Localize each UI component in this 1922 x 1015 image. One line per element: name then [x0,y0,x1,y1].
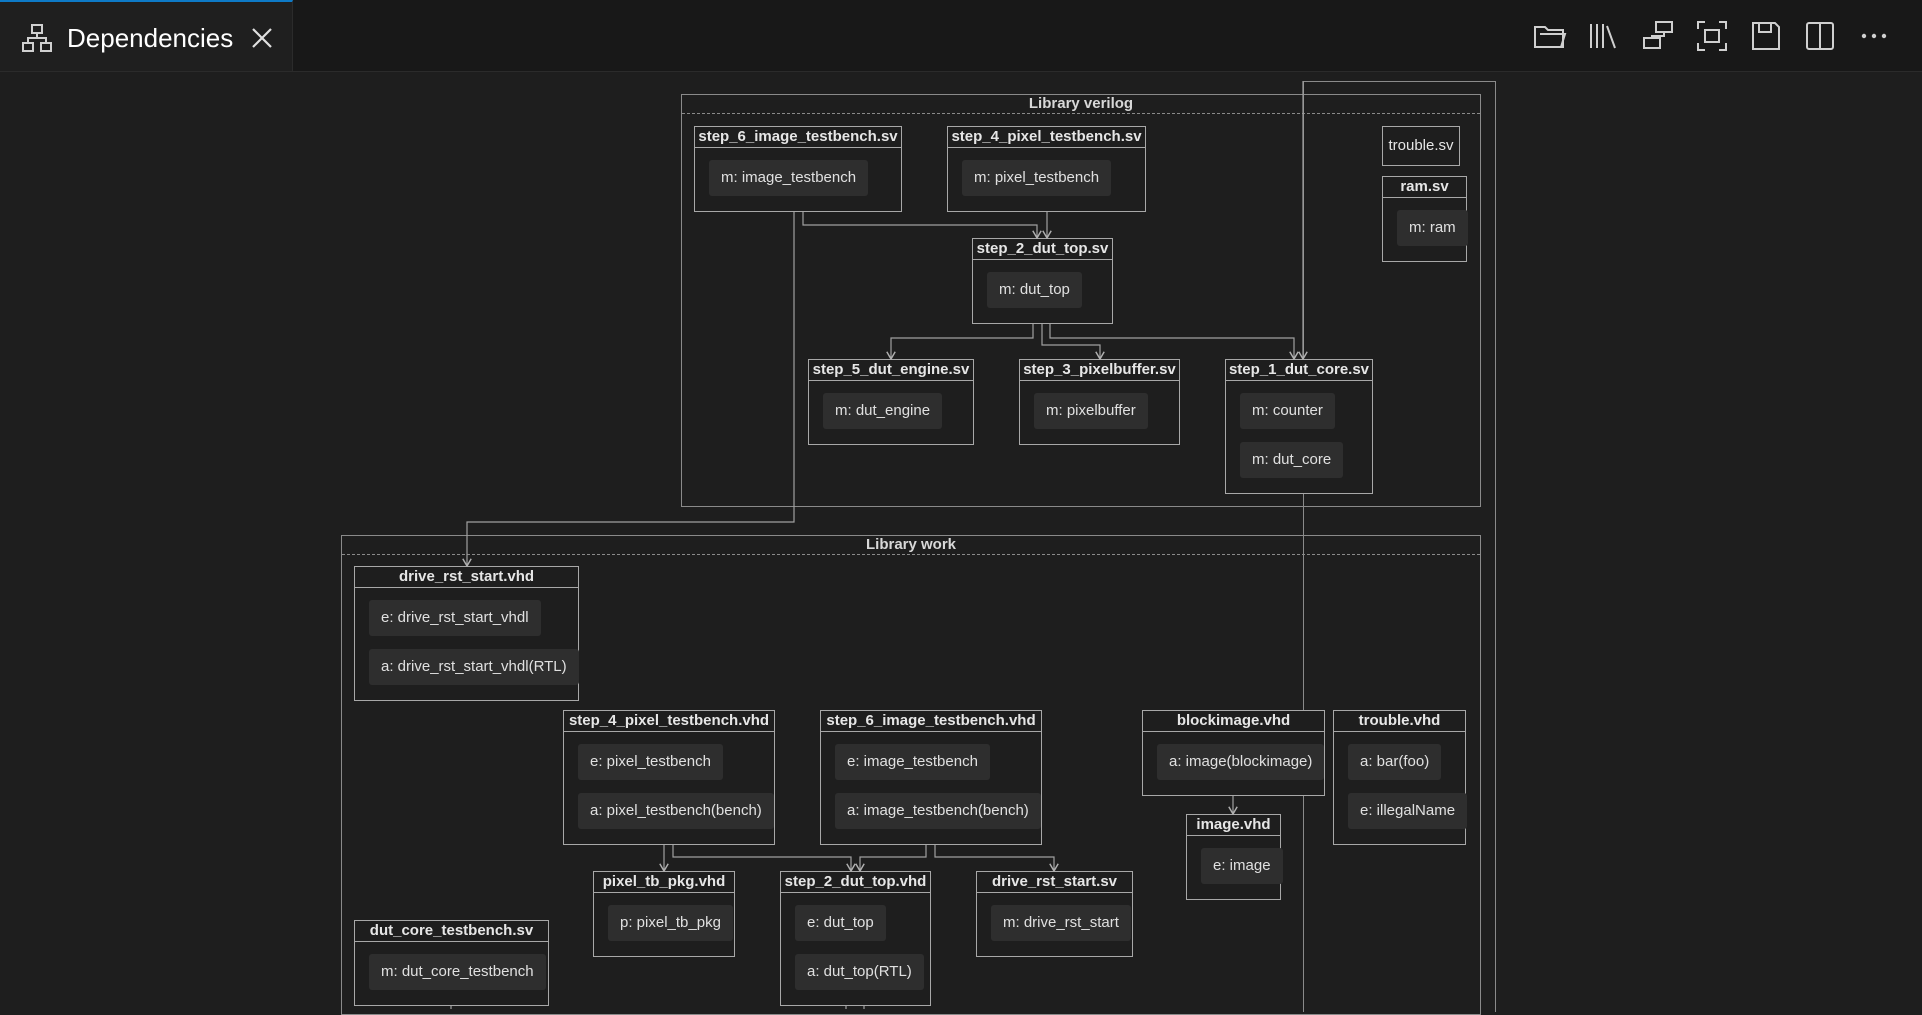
file-step-1-dut-core-sv[interactable]: step_1_dut_core.sv m: counter m: dut_cor… [1225,359,1373,494]
file-title: step_6_image_testbench.sv [695,127,901,148]
unit-item[interactable]: m: pixelbuffer [1034,393,1148,429]
file-step-4-pixel-testbench-sv[interactable]: step_4_pixel_testbench.sv m: pixel_testb… [947,126,1146,212]
file-title: step_2_dut_top.sv [973,239,1112,260]
file-image-vhd[interactable]: image.vhd e: image [1186,814,1283,900]
file-step-5-dut-engine-sv[interactable]: step_5_dut_engine.sv m: dut_engine [808,359,974,445]
more-icon[interactable] [1856,18,1892,54]
file-title: blockimage.vhd [1143,711,1324,732]
unit-item[interactable]: a: bar(foo) [1348,744,1442,780]
save-icon[interactable] [1748,18,1784,54]
dependency-graph-canvas[interactable]: Library verilog Library work step_6_imag… [0,72,1922,1015]
unit-item[interactable]: e: image_testbench [835,744,990,780]
unit-item[interactable]: e: dut_top [795,905,886,941]
close-icon[interactable] [250,26,274,50]
unit-item[interactable]: e: pixel_testbench [578,744,723,780]
unit-item[interactable]: m: dut_core_testbench [369,954,546,990]
file-step-6-image-testbench-sv[interactable]: step_6_image_testbench.sv m: image_testb… [694,126,902,212]
unit-item[interactable]: e: drive_rst_start_vhdl [369,600,541,636]
file-title: step_5_dut_engine.sv [809,360,973,381]
unit-item[interactable]: a: pixel_testbench(bench) [578,793,774,829]
unit-item[interactable]: m: ram [1397,210,1468,246]
unit-item[interactable]: a: dut_top(RTL) [795,954,924,990]
unit-item[interactable]: e: illegalName [1348,793,1468,829]
hierarchy-icon [22,24,52,52]
unit-item[interactable]: m: dut_core [1240,442,1344,478]
file-dut-core-testbench-sv[interactable]: dut_core_testbench.sv m: dut_core_testbe… [354,920,549,1006]
file-title: dut_core_testbench.sv [355,921,548,942]
library-icon[interactable] [1586,18,1622,54]
unit-item[interactable]: a: drive_rst_start_vhdl(RTL) [369,649,579,685]
file-step-4-pixel-testbench-vhd[interactable]: step_4_pixel_testbench.vhd e: pixel_test… [563,710,775,845]
file-drive-rst-start-sv[interactable]: drive_rst_start.sv m: drive_rst_start [976,871,1133,957]
unit-item[interactable]: p: pixel_tb_pkg [608,905,733,941]
file-title: trouble.vhd [1334,711,1465,732]
unit-item[interactable]: m: dut_engine [823,393,943,429]
open-folder-icon[interactable] [1532,18,1568,54]
file-step-6-image-testbench-vhd[interactable]: step_6_image_testbench.vhd e: image_test… [820,710,1042,845]
file-title: drive_rst_start.sv [977,872,1132,893]
unit-item[interactable]: a: image(blockimage) [1157,744,1325,780]
unit-item[interactable]: e: image [1201,848,1283,884]
file-title: ram.sv [1383,177,1466,198]
file-title: drive_rst_start.vhd [355,567,578,588]
unit-item[interactable]: a: image_testbench(bench) [835,793,1041,829]
file-title: image.vhd [1187,815,1280,836]
file-title: pixel_tb_pkg.vhd [594,872,734,893]
tab-dependencies[interactable]: Dependencies [0,0,293,71]
file-blockimage-vhd[interactable]: blockimage.vhd a: image(blockimage) [1142,710,1325,796]
library-title: Library work [342,536,1480,555]
file-drive-rst-start-vhd[interactable]: drive_rst_start.vhd e: drive_rst_start_v… [354,566,579,701]
file-step-2-dut-top-vhd[interactable]: step_2_dut_top.vhd e: dut_top a: dut_top… [780,871,931,1006]
file-title: step_1_dut_core.sv [1226,360,1372,381]
file-title: step_3_pixelbuffer.sv [1020,360,1179,381]
file-ram-sv[interactable]: ram.sv m: ram [1382,176,1468,262]
editor-tab-bar: Dependencies [0,0,1922,72]
unit-item[interactable]: m: dut_top [987,272,1082,308]
file-title: trouble.sv [1388,137,1454,154]
graph-frame [1303,81,1496,1012]
file-trouble-vhd[interactable]: trouble.vhd a: bar(foo) e: illegalName [1333,710,1468,845]
file-title: step_6_image_testbench.vhd [821,711,1041,732]
unit-item[interactable]: m: drive_rst_start [991,905,1131,941]
file-pixel-tb-pkg-vhd[interactable]: pixel_tb_pkg.vhd p: pixel_tb_pkg [593,871,735,957]
unit-item[interactable]: m: counter [1240,393,1335,429]
layout-icon[interactable] [1640,18,1676,54]
file-step-3-pixelbuffer-sv[interactable]: step_3_pixelbuffer.sv m: pixelbuffer [1019,359,1180,445]
file-title: step_4_pixel_testbench.sv [948,127,1145,148]
file-step-2-dut-top-sv[interactable]: step_2_dut_top.sv m: dut_top [972,238,1113,324]
tab-title: Dependencies [67,23,234,53]
unit-item[interactable]: m: image_testbench [709,160,869,196]
fit-to-screen-icon[interactable] [1694,18,1730,54]
file-trouble-sv[interactable]: trouble.sv [1382,126,1460,166]
split-editor-icon[interactable] [1802,18,1838,54]
file-title: step_2_dut_top.vhd [781,872,930,893]
unit-item[interactable]: m: pixel_testbench [962,160,1112,196]
file-title: step_4_pixel_testbench.vhd [564,711,774,732]
library-title: Library verilog [682,95,1480,114]
